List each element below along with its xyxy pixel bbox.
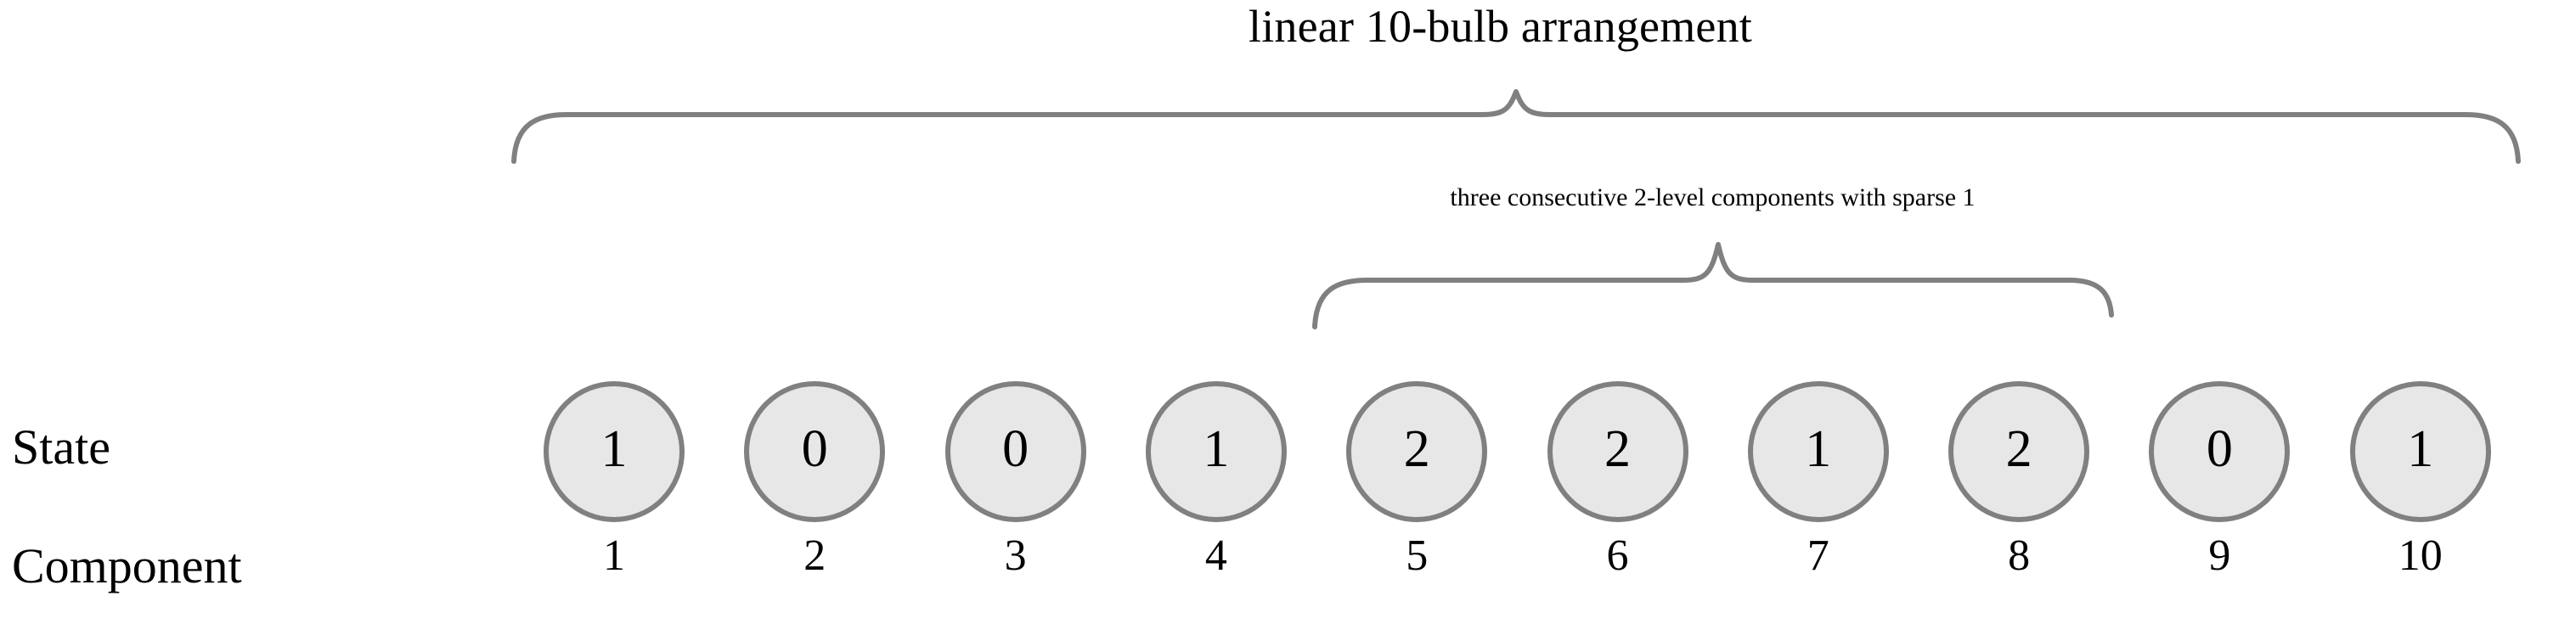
bulb-state-value: 2 <box>1403 420 1430 478</box>
bulb-9[interactable]: 0 <box>2149 381 2291 522</box>
bulb-1[interactable]: 1 <box>544 381 685 522</box>
row-label-state: State <box>12 419 110 475</box>
bulb-5[interactable]: 2 <box>1346 381 1488 522</box>
bulb-4[interactable]: 1 <box>1145 381 1287 522</box>
component-index-label: 5 <box>1406 531 1429 580</box>
outer-brace <box>511 89 2521 164</box>
bulb-state-value: 0 <box>801 420 828 478</box>
bulb-3[interactable]: 0 <box>944 381 1086 522</box>
bulb-state-value: 0 <box>1002 420 1029 478</box>
figure-title: linear 10-bulb arrangement <box>0 2 2576 51</box>
bulb-6[interactable]: 2 <box>1547 381 1688 522</box>
figure-subtitle-text: three consecutive 2-level components wit… <box>1450 183 1976 211</box>
bulb-7[interactable]: 1 <box>1747 381 1889 522</box>
component-index-label: 7 <box>1807 531 1829 580</box>
component-index-label: 9 <box>2208 531 2231 580</box>
bulb-10[interactable]: 1 <box>2349 381 2491 522</box>
bulb-8[interactable]: 2 <box>1948 381 2090 522</box>
bulb-state-value: 0 <box>2206 420 2233 478</box>
figure-title-text: linear 10-bulb arrangement <box>1249 1 1752 52</box>
inner-brace <box>1312 242 2114 329</box>
component-index-label: 1 <box>603 531 625 580</box>
bulb-cell: 1 10 <box>2349 381 2491 578</box>
component-index-label: 10 <box>2398 531 2443 580</box>
bulb-state-value: 1 <box>2407 420 2434 478</box>
component-index-label: 3 <box>1004 531 1027 580</box>
row-label-component: Component <box>12 538 242 593</box>
bulb-state-value: 1 <box>1805 420 1832 478</box>
component-index-label: 8 <box>2008 531 2031 580</box>
bulb-state-value: 1 <box>1203 420 1230 478</box>
bulb-state-value: 1 <box>600 420 628 478</box>
bulb-2[interactable]: 0 <box>744 381 886 522</box>
figure-subtitle: three consecutive 2-level components wit… <box>0 183 2576 212</box>
component-index-label: 2 <box>803 531 826 580</box>
bulb-state-value: 2 <box>1604 420 1631 478</box>
component-index-label: 4 <box>1204 531 1227 580</box>
bulb-state-value: 2 <box>2005 420 2032 478</box>
component-index-label: 6 <box>1606 531 1629 580</box>
